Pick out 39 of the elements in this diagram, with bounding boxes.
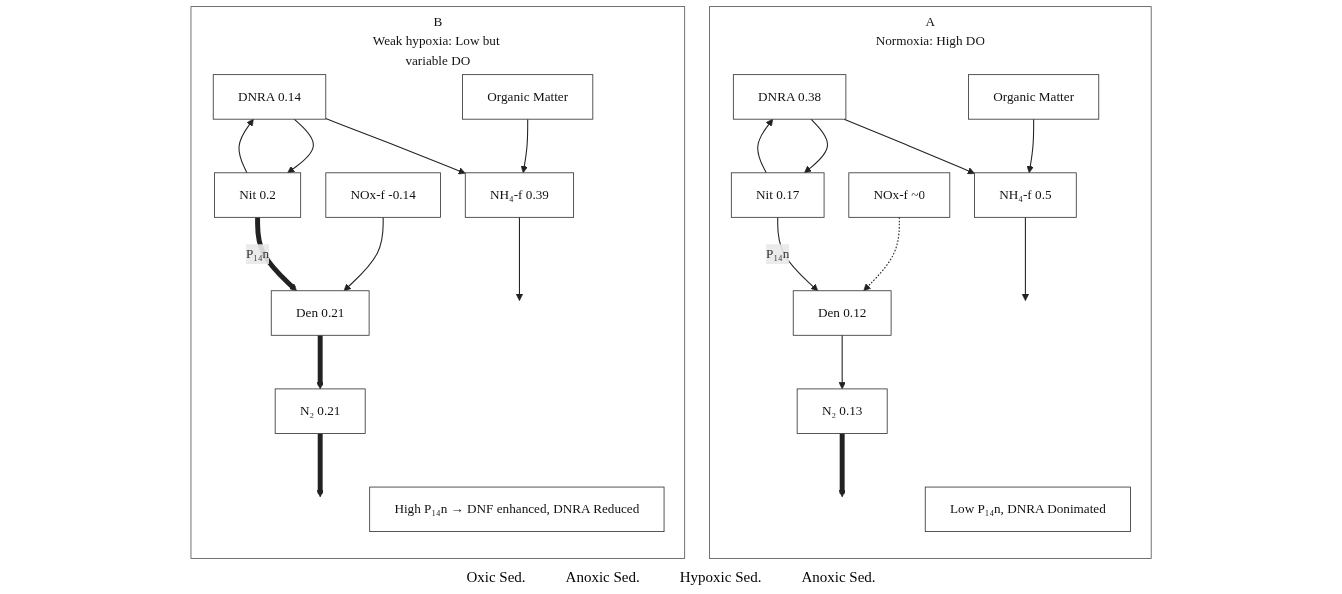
node-box: DNRA 0.38 xyxy=(732,74,847,120)
arrow xyxy=(520,118,529,174)
arrow xyxy=(316,433,324,498)
node-box: NH₄-f 0.39 xyxy=(464,172,574,218)
node-box: Den 0.12 xyxy=(792,290,892,336)
node-box: Nit 0.17 xyxy=(730,172,825,218)
arrow xyxy=(343,216,384,292)
edge-label: P₁₄n xyxy=(766,246,790,261)
node-box: NOx-f ~0 xyxy=(848,172,951,218)
node-box: N₂ 0.21 xyxy=(274,388,366,434)
node-box: N₂ 0.13 xyxy=(796,388,888,434)
arrow xyxy=(757,118,773,174)
node-box: NOx-f -0.14 xyxy=(325,172,441,218)
arrow xyxy=(1021,216,1029,301)
node-box: DNRA 0.14 xyxy=(212,74,327,120)
node-box: Low P₁₄n, DNRA Donimated xyxy=(924,486,1131,532)
arrow xyxy=(255,217,297,292)
arrow xyxy=(287,118,314,174)
node-box: Organic Matter xyxy=(462,74,594,120)
arrow xyxy=(843,118,975,175)
arrow xyxy=(1026,118,1035,174)
arrow xyxy=(838,433,846,498)
zone-label: Anoxic Sed. xyxy=(801,569,876,586)
node-box: High P₁₄n → DNF enhanced, DNRA Reduced xyxy=(369,486,665,532)
node-box: Nit 0.2 xyxy=(214,172,301,218)
node-box: Den 0.21 xyxy=(270,290,370,336)
node-box: Organic Matter xyxy=(968,74,1100,120)
arrow xyxy=(238,118,254,174)
edge-label: P₁₄n xyxy=(245,246,270,261)
arrow xyxy=(325,118,466,175)
arrow xyxy=(838,334,846,390)
arrow xyxy=(777,216,819,292)
arrow xyxy=(804,118,828,174)
zone-label: Anoxic Sed. xyxy=(565,569,640,586)
zone-label: Hypoxic Sed. xyxy=(679,569,762,586)
arrow xyxy=(316,335,324,390)
node-box: NH₄-f 0.5 xyxy=(974,172,1077,218)
arrow xyxy=(515,216,523,301)
zone-label: Oxic Sed. xyxy=(466,569,526,586)
